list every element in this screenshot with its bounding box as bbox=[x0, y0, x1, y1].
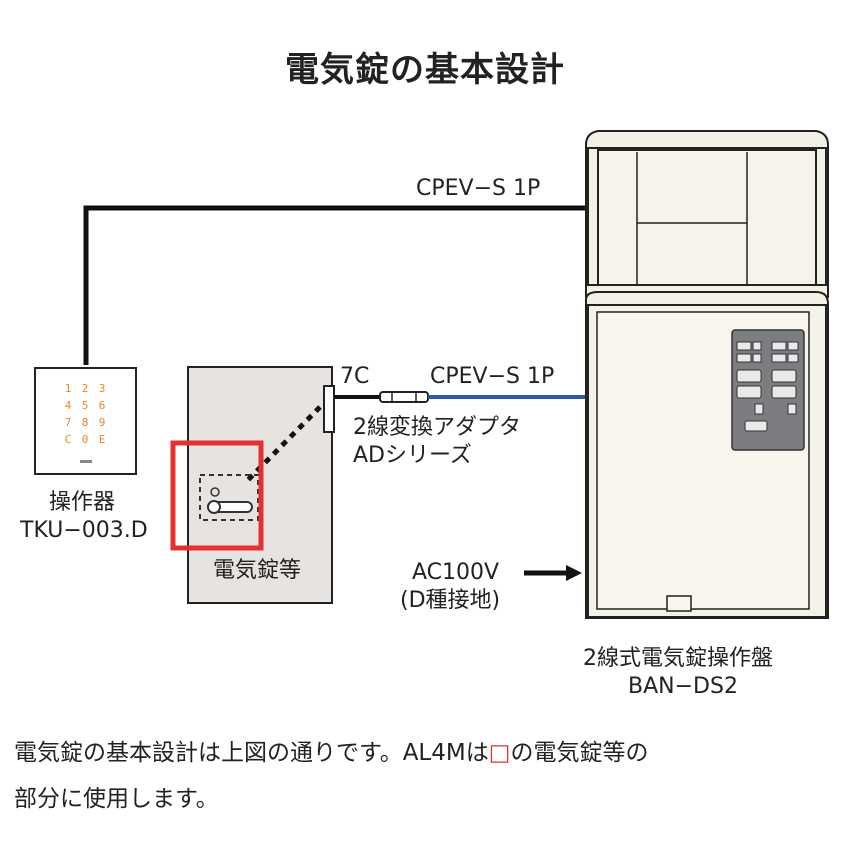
power-label-line2: (D種接地) bbox=[400, 588, 501, 613]
caption-part2: の電気錠等の bbox=[510, 740, 649, 766]
top-cable bbox=[83, 205, 588, 365]
panel-model: BAN−DS2 bbox=[628, 674, 738, 699]
adapter-label-line1: 2線変換アダプタ bbox=[353, 415, 521, 440]
caption-part1: 電気錠の基本設計は上図の通りです。AL4Mは bbox=[14, 740, 489, 766]
key[interactable]: 5 bbox=[82, 399, 89, 412]
keypad-name: 操作器 bbox=[49, 490, 116, 515]
internal-wire bbox=[244, 405, 322, 484]
key[interactable]: 6 bbox=[99, 399, 106, 412]
adapter-label-line2: ADシリーズ bbox=[353, 443, 472, 468]
key[interactable]: 1 bbox=[65, 382, 72, 395]
lock-body-outline bbox=[199, 474, 259, 521]
connector-label: 7C bbox=[340, 364, 370, 389]
keypad-device bbox=[34, 367, 137, 475]
key[interactable]: 2 bbox=[82, 382, 89, 395]
highlight-box bbox=[170, 440, 264, 551]
keypad-model: TKU−003.D bbox=[20, 518, 148, 543]
diagram-title: 電気錠の基本設計 bbox=[285, 50, 565, 90]
key[interactable]: 3 bbox=[99, 382, 106, 395]
keypad-logo bbox=[80, 460, 92, 463]
key[interactable]: 7 bbox=[65, 416, 72, 429]
key[interactable]: 8 bbox=[82, 416, 89, 429]
upper-panel bbox=[585, 130, 829, 298]
keypad-keys: 1 2 3 4 5 6 7 8 9 C 0 E bbox=[65, 382, 106, 446]
key[interactable]: 4 bbox=[65, 399, 72, 412]
caption-line2: 部分に使用します。 bbox=[14, 786, 219, 812]
middle-cable-label: CPEV−S 1P bbox=[430, 364, 555, 389]
caption: 電気錠の基本設計は上図の通りです。AL4Mは□の電気錠等の 部分に使用します。 bbox=[14, 730, 844, 822]
power-label-line1: AC100V bbox=[412, 560, 500, 585]
lock-key-cylinder bbox=[210, 487, 220, 497]
lock-connector bbox=[323, 385, 335, 433]
top-cable-label: CPEV−S 1P bbox=[416, 176, 541, 201]
key[interactable]: 0 bbox=[82, 433, 89, 446]
operation-panel bbox=[585, 291, 829, 619]
key[interactable]: 9 bbox=[99, 416, 106, 429]
adapter-body bbox=[379, 391, 429, 403]
key[interactable]: C bbox=[65, 433, 72, 446]
door-label: 電気錠等 bbox=[213, 558, 302, 583]
panel-name: 2線式電気錠操作盤 bbox=[583, 646, 773, 671]
highlight-square-symbol: □ bbox=[488, 740, 511, 766]
key[interactable]: E bbox=[99, 433, 106, 446]
